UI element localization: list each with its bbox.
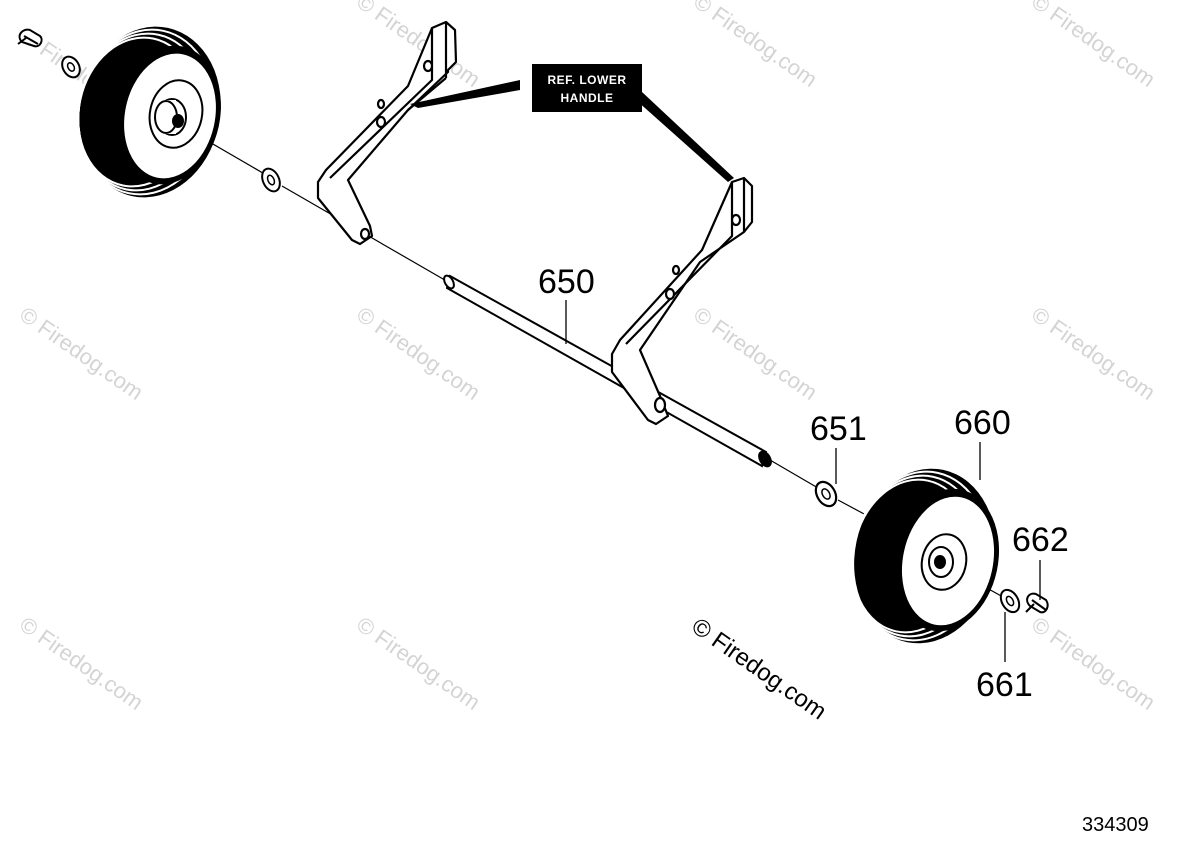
watermark: © Firedog.com [15, 612, 148, 715]
left-lower-handle [316, 20, 458, 246]
reference-label-line1: REF. LOWER [548, 73, 627, 87]
left-inner-washer [261, 167, 281, 193]
watermark: © Firedog.com [689, 302, 822, 405]
left-clip [17, 28, 43, 48]
watermark: © Firedog.com [1027, 612, 1160, 715]
callout-650: 650 [538, 263, 595, 301]
reference-label: REF. LOWER HANDLE [410, 64, 734, 182]
watermark: © Firedog.com [352, 612, 485, 715]
left-outer-washer [61, 55, 81, 79]
callout-651: 651 [810, 410, 867, 448]
callout-662: 662 [1012, 521, 1069, 559]
callouts: 650 651 660 661 662 [538, 263, 1069, 704]
reference-label-line2: HANDLE [561, 91, 614, 105]
watermark: © Firedog.com [1027, 302, 1160, 405]
watermark: © Firedog.com [352, 302, 485, 405]
watermark: © Firedog.com [689, 0, 822, 92]
right-clip [1025, 592, 1049, 614]
left-wheel [77, 26, 221, 198]
figure-number: 334309 [1082, 814, 1149, 836]
leader-lines [565, 300, 1041, 662]
right-wheel [851, 468, 1000, 644]
watermark: © Firedog.com [1027, 0, 1160, 92]
right-washer [814, 480, 838, 508]
axle [443, 274, 772, 468]
callout-660: 660 [954, 404, 1011, 442]
copyright-text: © Firedog.com [687, 613, 832, 726]
right-inner-washer [999, 588, 1021, 614]
callout-661: 661 [976, 666, 1033, 704]
watermark: © Firedog.com [15, 302, 148, 405]
right-lower-handle [610, 176, 754, 426]
